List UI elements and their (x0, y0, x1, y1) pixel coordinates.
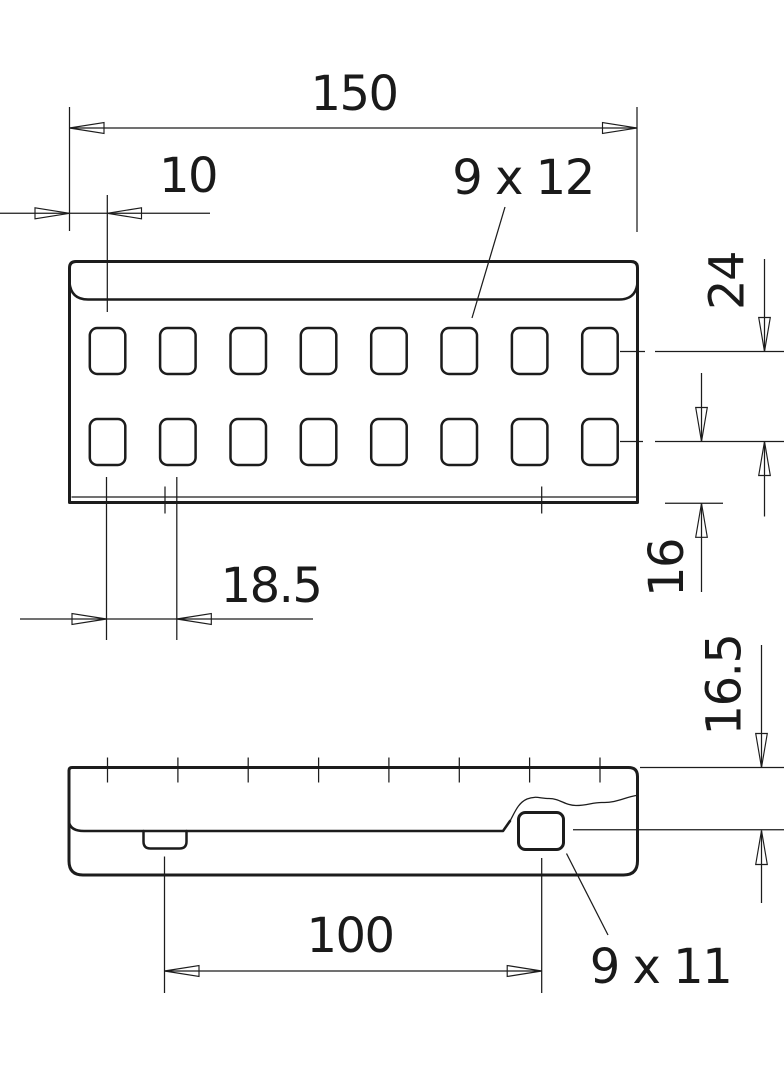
top-view-hole (580, 417, 619, 467)
break-line (509, 794, 637, 822)
dim-row-to-edge: 16 (639, 373, 723, 597)
dim-row-to-edge-label: 16 (639, 539, 695, 597)
top-view-hole (440, 326, 479, 376)
top-view-hole (88, 326, 127, 376)
top-view (68, 260, 639, 514)
side-outline (67, 766, 639, 877)
division-ticks (106, 757, 601, 783)
top-view-hole (369, 417, 408, 467)
leader-line (565, 853, 609, 936)
dim-edge-offset: 10 (0, 148, 219, 312)
top-view-hole (440, 417, 479, 467)
arrowhead (176, 612, 212, 626)
arrowhead (758, 441, 771, 477)
top-view-hole (158, 326, 197, 376)
dim-notch-to-hole: 100 (163, 856, 543, 993)
arrowhead (69, 121, 105, 135)
detent-notch (142, 829, 188, 850)
dim-hole-pitch: 18.5 (20, 477, 323, 640)
side-hole-size-label: 9 x 11 (590, 939, 732, 995)
dim-top-to-hole-center-label: 16.5 (697, 635, 753, 736)
side-view (67, 757, 639, 877)
leader-line (471, 206, 506, 319)
arrowhead (758, 316, 771, 352)
top-fold-line (68, 281, 639, 301)
dim-overall-width-label: 150 (310, 66, 397, 122)
arrowhead (164, 964, 200, 978)
dim-hole-pitch-label: 18.5 (221, 558, 322, 614)
top-view-hole (299, 326, 338, 376)
top-view-hole (229, 417, 268, 467)
top-view-hole (580, 326, 619, 376)
dim-row-spacing: 24 (620, 252, 784, 517)
top-view-hole (158, 417, 197, 467)
label-side-hole-size: 9 x 11 (565, 853, 733, 995)
top-view-hole (369, 326, 408, 376)
label-top-hole-size: 9 x 12 (452, 150, 595, 319)
plate-outline (68, 260, 639, 504)
dim-edge-offset-label: 10 (159, 148, 217, 204)
arrowhead (755, 830, 768, 866)
dim-notch-to-hole-label: 100 (306, 908, 393, 964)
arrowhead (755, 732, 768, 768)
arrowhead (695, 406, 708, 442)
dim-row-spacing-label: 24 (700, 252, 756, 310)
top-view-hole (299, 417, 338, 467)
dim-top-to-hole-center: 16.5 (573, 635, 784, 903)
dim-overall-width: 150 (68, 66, 638, 232)
arrowhead (601, 121, 638, 135)
top-view-hole (88, 417, 127, 467)
hole-row-1 (88, 326, 619, 376)
arrowhead (506, 964, 542, 978)
arrowhead (71, 612, 107, 626)
side-view-hole (517, 811, 565, 851)
arrowhead (34, 207, 70, 220)
hole-row-2 (88, 417, 619, 467)
arrowhead (695, 503, 708, 538)
top-view-hole (229, 326, 268, 376)
top-view-hole (510, 326, 549, 376)
arrowhead (107, 207, 143, 220)
top-view-hole (510, 417, 549, 467)
inner-fold-edge (67, 819, 512, 833)
top-hole-size-label: 9 x 12 (452, 150, 594, 206)
